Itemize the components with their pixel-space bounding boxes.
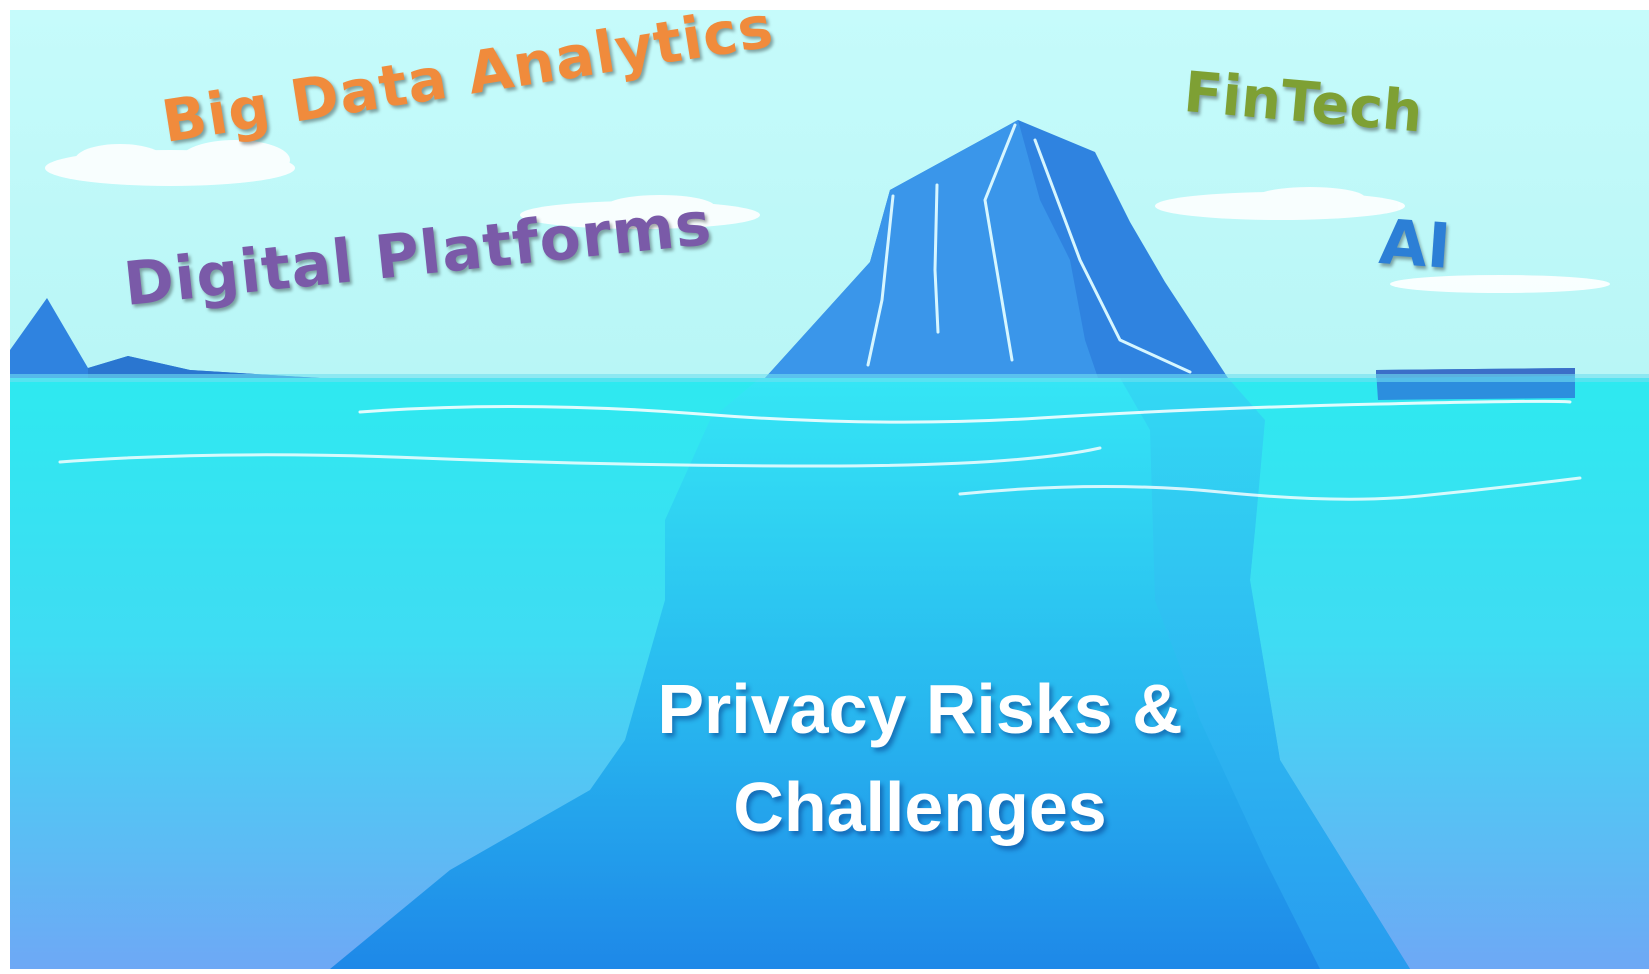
iceberg-underwater [330,378,1410,969]
wave-line-1 [358,399,1572,424]
waterline [10,374,1649,382]
iceberg-underwater-right-face [1120,378,1410,969]
clouds [45,140,1610,293]
cloud-right-bottom [1390,275,1610,293]
iceberg-crevasses [866,123,1192,374]
tip-label-ai: AI [1376,205,1453,283]
wave-line-3 [958,476,1582,501]
core-text: Privacy Risks & Challenges [620,660,1220,856]
wave-lines [58,399,1582,501]
core-text-line-1: Privacy Risks & [657,670,1183,748]
distant-iceberg-left [10,298,320,378]
wave-line-2 [58,446,1102,468]
iceberg-above-light-face [765,120,1098,378]
core-text-line-2: Challenges [733,768,1107,846]
